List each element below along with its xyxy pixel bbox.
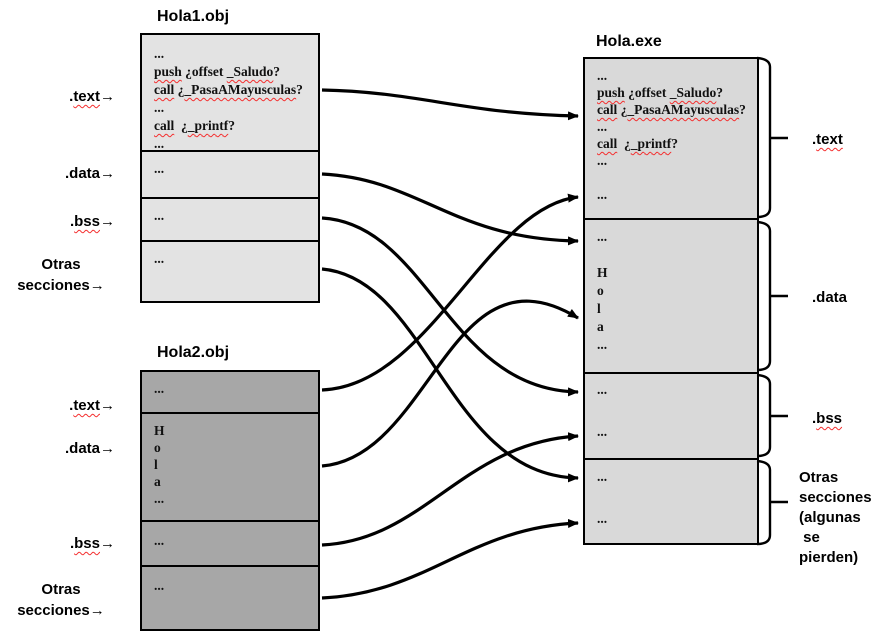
code-line: ... — [154, 136, 165, 151]
label-hola2-otras: Otras secciones→ — [17, 581, 105, 619]
hola2-section-text: ... — [142, 372, 318, 414]
hola2-section-bss: ... — [142, 522, 318, 567]
label-hola1-bss: .bss→ — [69, 213, 115, 230]
code-line: ... — [154, 578, 165, 593]
code-line: push ¿offset _Saludo? — [597, 85, 724, 100]
code-line: ... — [597, 337, 608, 352]
arrow-hola1-bss-to-exe-bss — [321, 216, 579, 397]
hola1-section-data: ... — [142, 152, 318, 199]
exe-section-text: ... push ¿offset _Saludo?call ¿_PasaAMayu… — [585, 59, 757, 220]
arrow-hola2-text-to-exe-text — [321, 193, 579, 392]
label-hola2-data: .data→ — [64, 440, 115, 457]
hola1-obj-box: ... push ¿offset _Saludo?call ¿_PasaAMayu… — [140, 33, 320, 303]
code-line: ... — [597, 119, 608, 134]
code-line: call ¿_printf? — [154, 118, 235, 133]
code-line: push ¿offset _Saludo? — [154, 64, 281, 79]
code-line: ... — [597, 153, 608, 168]
label-hola1-data: .data→ — [64, 165, 115, 182]
code-line: ... — [597, 424, 608, 439]
hola1-section-otras: ... — [142, 242, 318, 301]
code-line: ... — [154, 251, 165, 266]
code-line: o — [597, 283, 604, 298]
code-line: H — [597, 265, 608, 280]
code-line — [597, 400, 757, 421]
label-exe-data: .data — [812, 289, 848, 306]
code-line: o — [154, 440, 161, 455]
label-hola1-otras: Otras secciones→ — [17, 256, 105, 294]
arrow-hola1-data-to-exe-data — [321, 172, 579, 246]
code-line: ... — [154, 533, 165, 548]
code-line: l — [597, 301, 601, 316]
code-line: ... — [154, 381, 165, 396]
label-hola2-text: .text→ — [69, 397, 115, 414]
code-line: ... — [597, 511, 608, 526]
hola2-title: Hola2.obj — [157, 344, 230, 361]
code-line: ... — [154, 208, 165, 223]
label-hola2-bss: .bss→ — [69, 535, 115, 552]
code-line: a — [597, 319, 604, 334]
code-line: ... — [154, 100, 165, 115]
hola1-section-bss: ... — [142, 199, 318, 242]
label-exe-bss: .bss — [812, 410, 843, 427]
code-line: call ¿_PasaAMayusculas? — [154, 82, 303, 97]
code-line: ... — [154, 46, 165, 61]
label-hola1-text: .text→ — [69, 88, 115, 105]
code-line: ... — [597, 68, 608, 83]
code-line: a — [154, 474, 161, 489]
hola1-section-text: ... push ¿offset _Saludo?call ¿_PasaAMayu… — [142, 35, 318, 152]
label-exe-otras: Otras secciones (algunas se pierden) — [799, 469, 872, 566]
code-line — [597, 246, 757, 264]
exe-section-otras: ... ... — [585, 460, 757, 543]
code-line: ... — [597, 469, 608, 484]
exe-title: Hola.exe — [596, 33, 662, 50]
code-line: call ¿_PasaAMayusculas? — [597, 102, 746, 117]
arrow-hola1-text-to-exe-text — [321, 88, 579, 121]
exe-section-bss: ... ... — [585, 374, 757, 460]
code-line: ... — [154, 491, 165, 506]
code-line: ... — [597, 229, 608, 244]
arrow-hola2-bss-to-exe-bss — [321, 432, 579, 547]
code-line: call ¿_printf? — [597, 136, 678, 151]
arrow-hola2-otras-to-exe-otras — [321, 518, 579, 600]
code-line: ... — [597, 382, 608, 397]
label-exe-text: .text — [812, 131, 843, 148]
exe-box: ... push ¿offset _Saludo?call ¿_PasaAMayu… — [583, 57, 759, 545]
code-line: l — [154, 457, 158, 472]
code-line: ... — [154, 161, 165, 176]
hola2-section-otras: ... — [142, 567, 318, 629]
arrow-hola1-otras-to-exe-otras — [321, 267, 579, 483]
code-line — [597, 487, 757, 508]
hola1-title: Hola1.obj — [157, 8, 230, 25]
code-line: H — [154, 423, 165, 438]
arrow-hola2-data-to-exe-data — [321, 299, 579, 468]
code-line: ... — [597, 187, 608, 202]
code-line — [597, 169, 757, 186]
